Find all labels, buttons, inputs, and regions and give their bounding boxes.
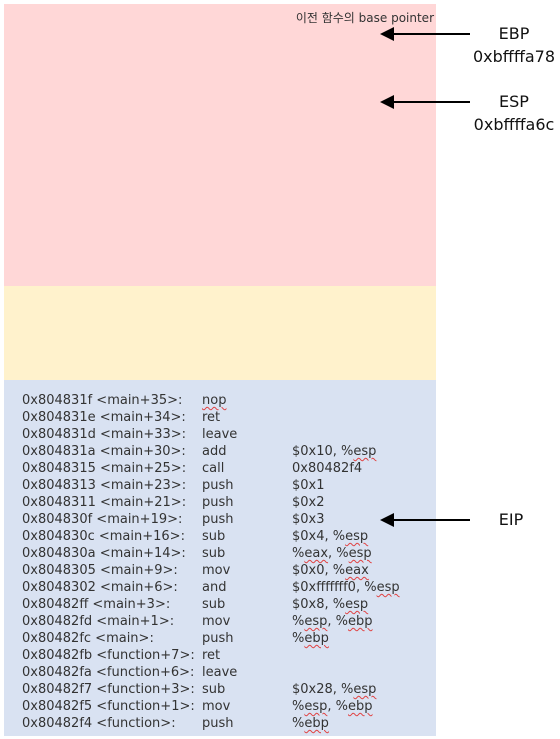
- esp-arrow-head: [380, 95, 394, 109]
- ebp-label: EBP 0xbffffa78: [468, 22, 560, 68]
- instruction-opcode: mov: [202, 614, 231, 629]
- esp-value: 0xbffffa6c: [473, 115, 555, 134]
- instruction-operands: $0x3: [292, 512, 325, 527]
- instruction-address: 0x804830a <main+14>:: [22, 546, 186, 561]
- instruction-opcode: mov: [202, 699, 231, 714]
- instruction-opcode: sub: [202, 682, 226, 697]
- eip-arrow: [380, 513, 470, 527]
- instruction-opcode: leave: [202, 427, 238, 442]
- instruction-opcode: mov: [202, 563, 231, 578]
- instruction-operands: $0x4, %esp: [292, 529, 369, 544]
- instruction-operands: %eax, %esp: [292, 546, 372, 561]
- instruction-address: 0x8048305 <main+9>:: [22, 563, 178, 578]
- instruction-operands: $0x0, %eax: [292, 563, 369, 578]
- eip-name: EIP: [498, 510, 524, 529]
- instruction-opcode: ret: [202, 648, 221, 663]
- instruction-address: 0x8048311 <main+21>:: [22, 495, 187, 510]
- instruction-address: 0x80482f7 <function+3>:: [22, 682, 195, 697]
- ebp-value: 0xbffffa78: [472, 47, 555, 66]
- instruction-address: 0x80482f4 <function>:: [22, 716, 176, 731]
- instruction-opcode: sub: [202, 529, 226, 544]
- esp-arrow: [380, 95, 470, 109]
- instruction-address: 0x80482fa <function+6>:: [22, 665, 195, 680]
- instruction-operands: %esp, %ebp: [292, 614, 373, 629]
- ebp-name: EBP: [498, 24, 530, 43]
- instruction-operands: $0x1: [292, 478, 325, 493]
- instruction-address: 0x8048313 <main+23>:: [22, 478, 187, 493]
- instruction-address: 0x804831d <main+33>:: [22, 427, 187, 442]
- instruction-address: 0x8048315 <main+25>:: [22, 461, 187, 476]
- instruction-operands: %esp, %ebp: [292, 699, 373, 714]
- instruction-address: 0x8048302 <main+6>:: [22, 580, 178, 595]
- instruction-opcode: add: [202, 444, 227, 459]
- instruction-opcode: ret: [202, 410, 221, 425]
- instruction-address: 0x80482fc <main>:: [22, 631, 154, 646]
- instruction-operands: $0x10, %esp: [292, 444, 377, 459]
- instruction-opcode: and: [202, 580, 227, 595]
- instruction-opcode: push: [202, 631, 234, 646]
- instruction-address: 0x80482f5 <function+1>:: [22, 699, 195, 714]
- previous-base-pointer-note: 이전 함수의 base pointer: [295, 11, 434, 25]
- instruction-opcode: push: [202, 716, 234, 731]
- instruction-operands: $0x8, %esp: [292, 597, 369, 612]
- esp-label: ESP 0xbffffa6c: [468, 90, 560, 136]
- eip-arrow-shaft: [392, 519, 470, 521]
- ebp-arrow-head: [380, 27, 394, 41]
- esp-name: ESP: [499, 92, 529, 111]
- esp-arrow-shaft: [392, 101, 470, 103]
- instruction-address: 0x80482ff <main+3>:: [22, 597, 171, 612]
- instruction-opcode: leave: [202, 665, 238, 680]
- instruction-opcode: push: [202, 495, 234, 510]
- instruction-opcode: sub: [202, 546, 226, 561]
- instruction-address: 0x804831a <main+30>:: [22, 444, 186, 459]
- instruction-address: 0x804831f <main+35>:: [22, 393, 183, 408]
- instruction-operands: %ebp: [292, 716, 329, 731]
- code-region: [4, 380, 436, 736]
- instruction-opcode: nop: [202, 393, 227, 408]
- instruction-address: 0x80482fd <main+1>:: [22, 614, 175, 629]
- instruction-address: 0x80482fb <function+7>:: [22, 648, 195, 663]
- data-region: [4, 286, 436, 380]
- eip-label: EIP: [484, 508, 538, 531]
- eip-arrow-head: [380, 513, 394, 527]
- instruction-address: 0x804830f <main+19>:: [22, 512, 183, 527]
- instruction-opcode: push: [202, 478, 234, 493]
- stack-region: 이전 함수의 base pointer: [4, 4, 436, 286]
- instruction-operands: 0x80482f4: [292, 461, 363, 476]
- instruction-opcode: push: [202, 512, 234, 527]
- instruction-operands: %ebp: [292, 631, 329, 646]
- instruction-operands: $0xfffffff0, %esp: [292, 580, 400, 595]
- instruction-operands: $0x28, %esp: [292, 682, 377, 697]
- instruction-address: 0x804831e <main+34>:: [22, 410, 186, 425]
- instruction-opcode: sub: [202, 597, 226, 612]
- instruction-address: 0x804830c <main+16>:: [22, 529, 185, 544]
- ebp-arrow: [380, 27, 470, 41]
- instruction-operands: $0x2: [292, 495, 325, 510]
- instruction-opcode: call: [202, 461, 225, 476]
- ebp-arrow-shaft: [392, 33, 470, 35]
